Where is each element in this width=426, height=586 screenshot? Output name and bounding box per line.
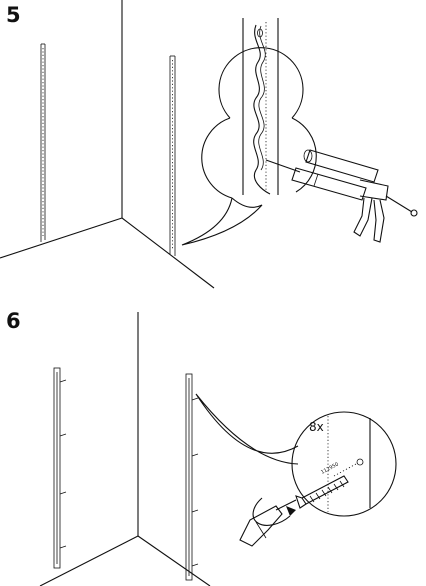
step-number-5: 5 xyxy=(6,3,21,27)
step6-room-corner xyxy=(39,312,211,586)
step5-left-rail xyxy=(40,43,46,242)
step-number-6: 6 xyxy=(6,309,21,333)
step6-left-rail xyxy=(53,367,67,569)
step5-detail-callout xyxy=(181,18,317,246)
step5-right-rail xyxy=(169,55,176,256)
caulking-gun-icon xyxy=(265,149,418,243)
step6-right-rail xyxy=(185,373,199,581)
step6-detail-callout xyxy=(195,393,397,517)
screwdriver-icon xyxy=(239,499,297,547)
screw-label: 112950 xyxy=(320,462,340,476)
step5-room-corner xyxy=(0,0,215,289)
screw-icon: 112950 xyxy=(295,462,349,509)
rotation-arrow-icon xyxy=(252,497,296,526)
screw-quantity-label: 8x xyxy=(309,420,324,434)
